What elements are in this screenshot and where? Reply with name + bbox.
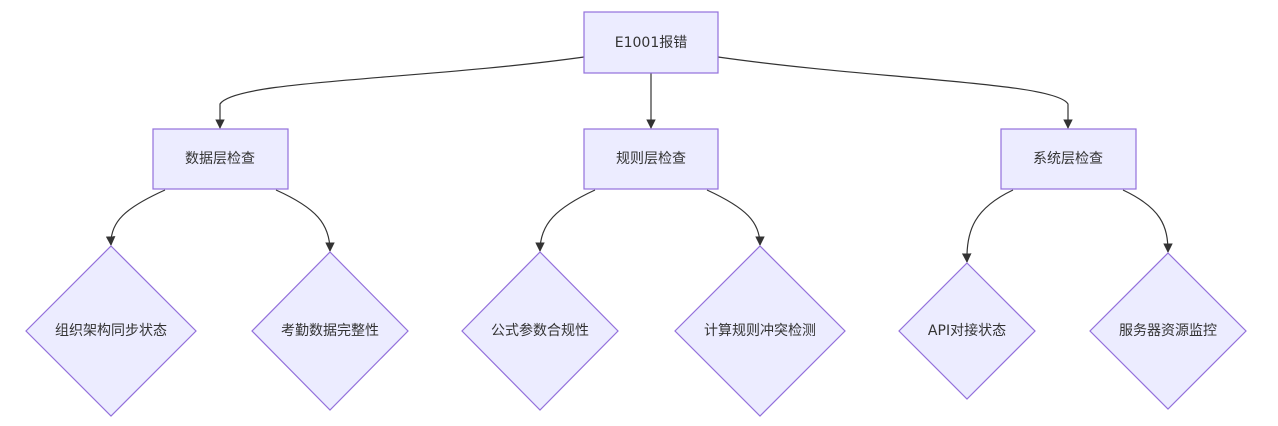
node-org-sync-label: 组织架构同步状态 (55, 323, 167, 339)
node-data-layer-label: 数据层检查 (185, 151, 255, 167)
node-system-layer: 系统层检查 (1000, 128, 1137, 190)
edges (105, 56, 1173, 263)
node-calc-conflict: 计算规则冲突检测 (674, 245, 846, 417)
edge-data-layer-to-attendance (275, 189, 335, 252)
edge-root-to-data-layer (215, 56, 585, 129)
edge-data-layer-to-org-sync (105, 189, 166, 246)
node-calc-conflict-label: 计算规则冲突检测 (704, 323, 816, 339)
node-root-label: E1001报错 (615, 35, 687, 51)
node-api-status-label: API对接状态 (928, 322, 1006, 339)
node-api-status: API对接状态 (898, 262, 1036, 400)
node-attendance-integrity-label: 考勤数据完整性 (281, 323, 379, 339)
node-rule-layer-label: 规则层检查 (616, 151, 686, 167)
node-root: E1001报错 (583, 11, 719, 74)
edge-system-layer-to-server (1122, 189, 1173, 253)
node-formula-compliance: 公式参数合规性 (461, 251, 619, 411)
node-org-sync: 组织架构同步状态 (25, 245, 197, 417)
node-attendance-integrity: 考勤数据完整性 (251, 251, 409, 411)
node-rule-layer: 规则层检查 (583, 128, 719, 190)
edge-root-to-system-layer (717, 56, 1073, 129)
node-system-layer-label: 系统层检查 (1033, 151, 1103, 167)
edge-rule-layer-to-calc-conflict (706, 189, 765, 246)
node-formula-compliance-label: 公式参数合规性 (491, 322, 589, 339)
node-server-monitor-label: 服务器资源监控 (1119, 323, 1217, 339)
edge-system-layer-to-api (961, 189, 1014, 263)
node-data-layer: 数据层检查 (152, 128, 289, 190)
node-server-monitor: 服务器资源监控 (1089, 252, 1247, 410)
edge-rule-layer-to-formula (535, 189, 596, 252)
